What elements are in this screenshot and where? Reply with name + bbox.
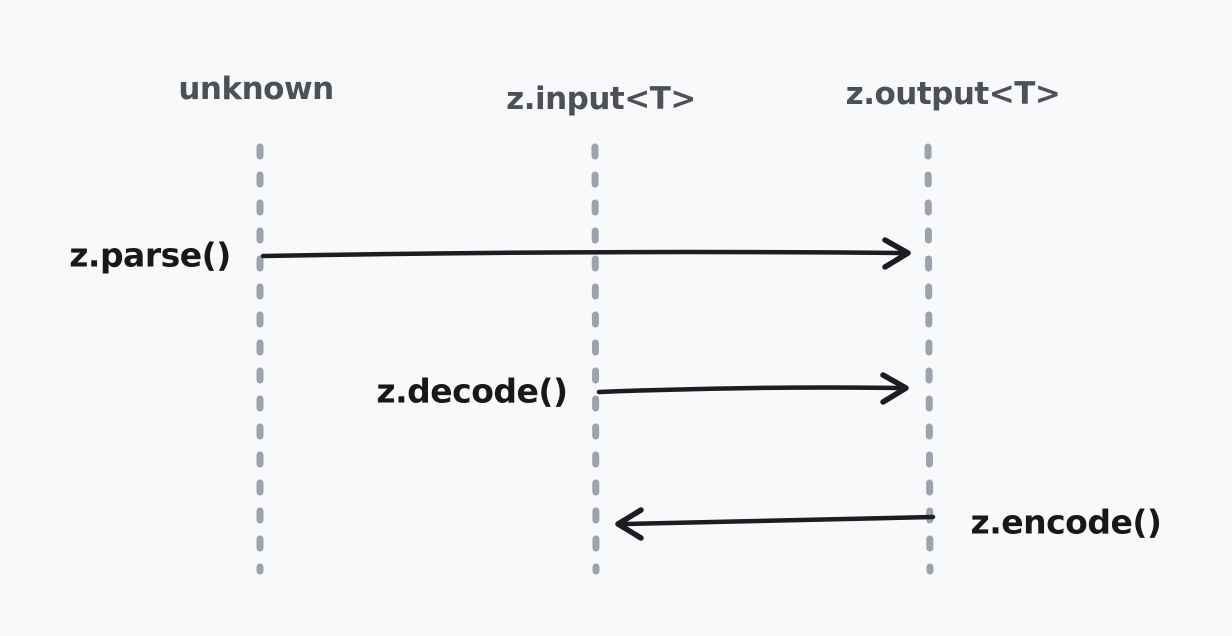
arrowhead-right-icon [882, 237, 911, 270]
arrow-decode [596, 372, 909, 405]
arrow-parse [260, 237, 911, 270]
message-label-encode: z.encode() [970, 502, 1162, 542]
lifeline-label-unknown: unknown [178, 71, 334, 107]
message-label-decode: z.decode() [376, 371, 568, 411]
message-label-parse: z.parse() [69, 235, 231, 275]
arrow-encode [615, 507, 936, 541]
lifeline-input [591, 143, 600, 575]
lifeline-output [924, 143, 934, 575]
arrowhead-right-icon [880, 372, 909, 405]
arrowhead-left-icon [615, 507, 644, 541]
lifeline-label-input: z.input<T> [506, 81, 696, 117]
lifeline-label-output: z.output<T> [845, 76, 1061, 112]
